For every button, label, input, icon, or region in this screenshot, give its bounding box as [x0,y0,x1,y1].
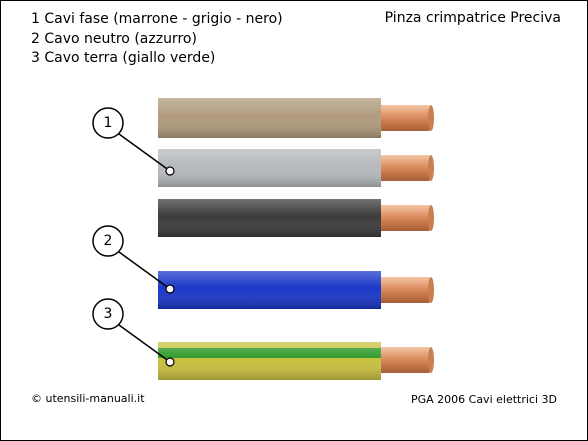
cable-marrone [158,98,434,138]
callout-dot [165,166,175,176]
cable-grigio [158,149,434,187]
callout-circle [92,225,124,257]
callout-circle [92,298,124,330]
copyright-text: © utensili-manuali.it [31,392,145,405]
copper-end [428,205,434,231]
insulation-shading [158,149,381,187]
callout-2: 2 [92,225,175,294]
cable-azzurro [158,271,434,309]
callout-number: 3 [104,306,113,322]
insulation-shading [158,342,381,380]
leader-line [118,133,171,172]
cable-nero [158,199,434,237]
copper-conductor [373,155,431,181]
insulation-shading [158,199,381,237]
legend-item-cavi-fase: 1 Cavi fase (marrone - grigio - nero) [31,11,283,27]
callout-number: 1 [104,115,113,131]
leader-line [118,324,171,363]
legend: 1 Cavi fase (marrone - grigio - nero) 2 … [31,10,283,69]
callout-dot [165,284,175,294]
callout-circle [92,107,124,139]
copper-conductor [373,277,431,303]
copper-conductor [373,205,431,231]
callout-dot [165,357,175,367]
callout-3: 3 [92,298,175,367]
copper-end [428,155,434,181]
copper-conductor [373,105,431,131]
leader-line [118,251,171,290]
cable-giallo-verde [158,342,434,380]
legend-item-cavo-terra: 3 Cavo terra (giallo verde) [31,50,216,66]
copper-end [428,105,434,131]
callout-1: 1 [92,107,175,176]
copper-conductor [373,347,431,373]
insulation-shading [158,98,381,138]
legend-item-cavo-neutro: 2 Cavo neutro (azzurro) [31,30,197,47]
copper-end [428,277,434,303]
callout-number: 2 [104,233,113,249]
credit-text: PGA 2006 Cavi elettrici 3D [410,393,557,406]
insulation-shading [158,271,381,309]
copper-end [428,347,434,373]
diagram-title: Pinza crimpatrice Preciva [384,10,561,26]
